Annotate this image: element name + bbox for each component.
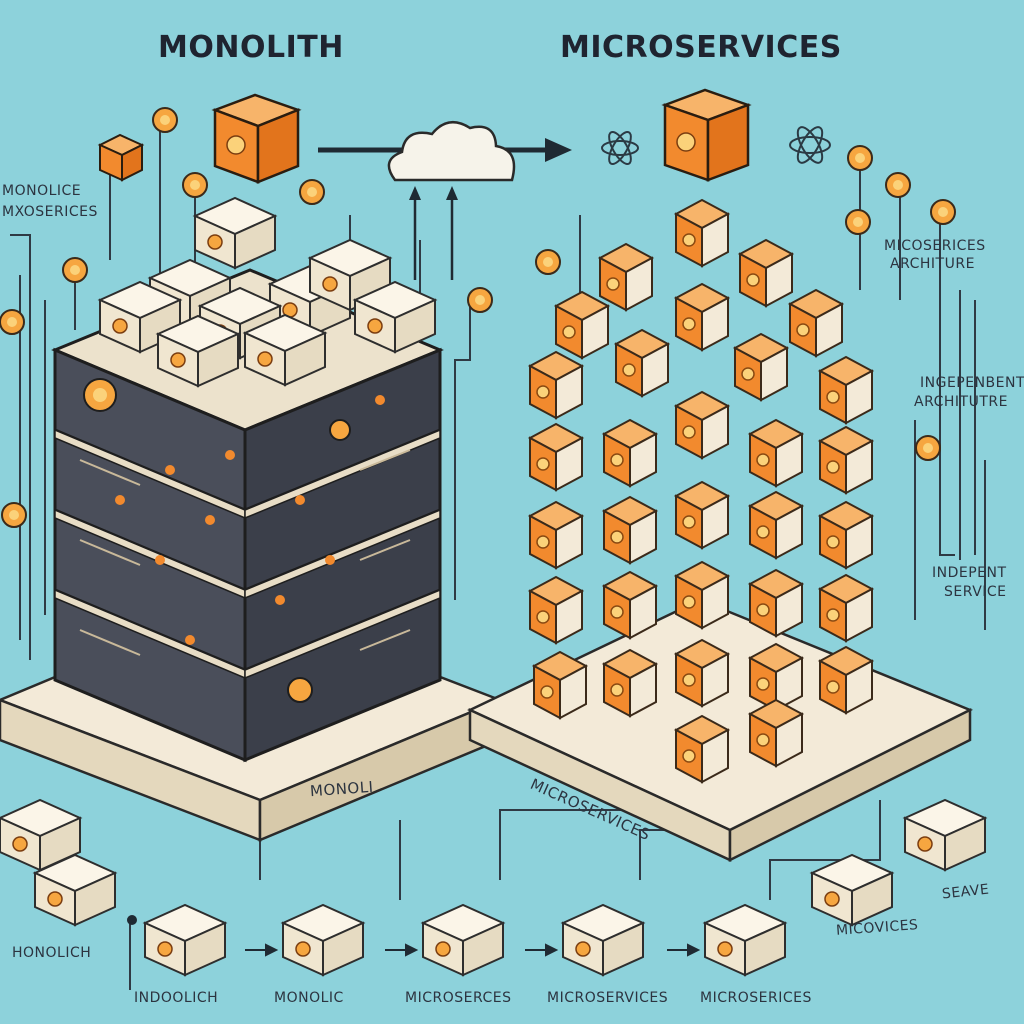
microservices-header: MICROSERVICES <box>560 30 842 65</box>
bottom-label-microserces: MICROSERCES <box>405 990 512 1006</box>
independent-service-line2: SERVICE <box>944 584 1007 600</box>
left-label-line2: MXOSERICES <box>2 204 98 220</box>
bottom-label-honolich: HONOLICH <box>12 945 92 961</box>
bottom-flow-boxes <box>0 799 986 976</box>
top-cube-left <box>211 93 302 184</box>
atom-icon <box>601 126 831 165</box>
cloud-connection <box>318 121 572 280</box>
independent-arch-line1: INGEPENBENT <box>920 375 1024 391</box>
microservices-platform <box>467 598 974 863</box>
bottom-label-indoolich: INDOOLICH <box>134 990 219 1006</box>
top-cube-right <box>661 88 752 182</box>
bottom-label-microservices: MICROSERVICES <box>547 990 669 1006</box>
bottom-flow-arrows <box>127 915 701 957</box>
bottom-label-microsericess: MICROSERICES <box>700 990 812 1006</box>
arch-label-line2: ARCHITURE <box>890 256 975 272</box>
small-orange-cube <box>97 133 145 182</box>
microservices-cubes <box>529 199 873 783</box>
bottom-label-monolic: MONOLIC <box>274 990 344 1006</box>
monolith-header: MONOLITH <box>158 30 344 65</box>
monolith-tower <box>51 197 444 763</box>
arch-label-line1: MICOSERICES <box>884 238 986 254</box>
independent-service-line1: INDEPENT <box>932 565 1007 581</box>
left-label-line1: MONOLICE <box>2 183 82 199</box>
independent-arch-line2: ARCHITUTRE <box>914 394 1008 410</box>
